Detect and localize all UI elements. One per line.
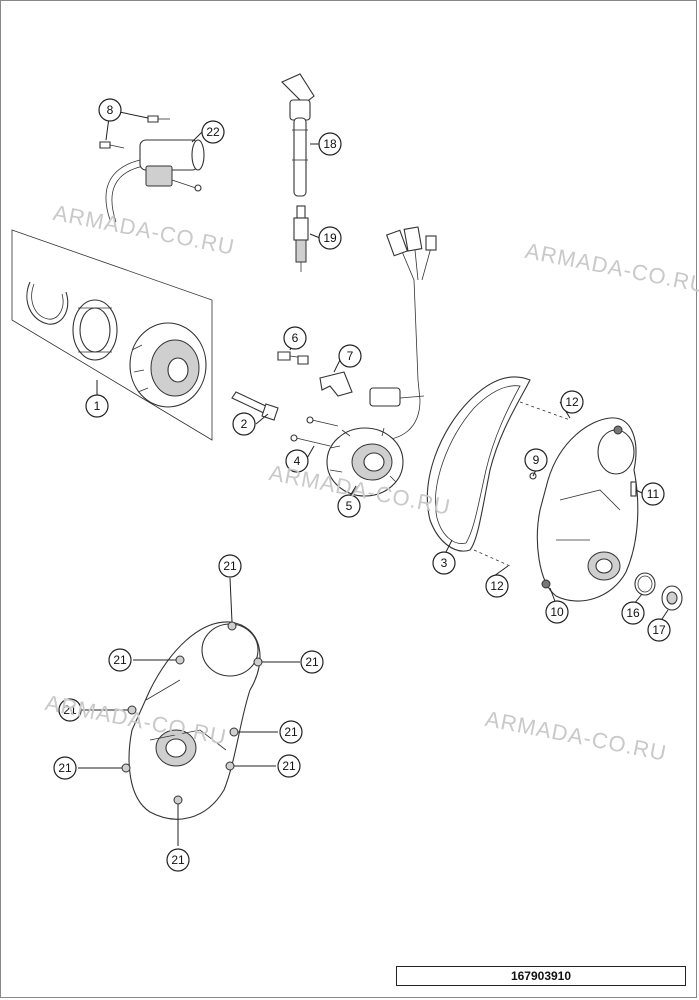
callout-3: 3 <box>432 551 456 575</box>
callout-21: 21 <box>277 754 301 778</box>
callout-number: 5 <box>346 499 353 513</box>
callout-21: 21 <box>108 648 132 672</box>
callout-19: 19 <box>318 226 342 250</box>
callout-number: 21 <box>58 761 72 775</box>
callout-circle <box>545 600 569 624</box>
callout-6: 6 <box>283 326 307 350</box>
callout-circle <box>524 448 548 472</box>
callout-circle <box>318 132 342 156</box>
callout-12: 12 <box>560 390 584 414</box>
drawing-number-box: 167903910 <box>396 966 686 986</box>
callout-11: 11 <box>641 482 665 506</box>
coil-bolts <box>99 115 170 149</box>
callout-1: 1 <box>85 394 109 418</box>
callout-circle <box>85 394 109 418</box>
stator-with-harness <box>326 226 437 497</box>
callout-number: 21 <box>113 653 127 667</box>
callout-circle <box>318 226 342 250</box>
callout-circle <box>53 756 77 780</box>
callout-number: 8 <box>107 103 114 117</box>
callout-9: 9 <box>524 448 548 472</box>
callout-number: 17 <box>652 623 666 637</box>
callout-circle <box>621 601 645 625</box>
callout-circle <box>560 390 584 414</box>
spark-plug <box>293 205 309 272</box>
callout-circle <box>218 554 242 578</box>
spark-plug-connector <box>281 73 315 197</box>
callout-number: 11 <box>647 487 660 501</box>
callout-number: 21 <box>171 853 185 867</box>
callout-21: 21 <box>58 698 82 722</box>
callout-circle <box>432 551 456 575</box>
callout-number: 16 <box>626 606 640 620</box>
cover-detail-view <box>121 621 263 820</box>
callout-number: 7 <box>347 349 354 363</box>
callout-22: 22 <box>201 120 225 144</box>
callout-number: 21 <box>284 725 298 739</box>
callout-21: 21 <box>53 756 77 780</box>
callout-number: 18 <box>323 137 337 151</box>
callout-number: 6 <box>292 331 299 345</box>
callout-number: 12 <box>490 579 504 593</box>
callout-number: 21 <box>223 559 237 573</box>
drawing-number: 167903910 <box>510 969 572 983</box>
callout-7: 7 <box>338 344 362 368</box>
callout-21: 21 <box>218 554 242 578</box>
callout-number: 2 <box>241 417 248 431</box>
callout-number: 10 <box>550 605 564 619</box>
ignition-coil <box>105 139 205 223</box>
callout-number: 21 <box>282 759 296 773</box>
callout-circle <box>108 648 132 672</box>
callout-number: 9 <box>533 453 540 467</box>
callout-10: 10 <box>545 600 569 624</box>
callout-2: 2 <box>232 412 256 436</box>
callout-circle <box>58 698 82 722</box>
callout-16: 16 <box>621 601 645 625</box>
callout-21: 21 <box>279 720 303 744</box>
callout-circle <box>166 848 190 872</box>
callout-number: 1 <box>94 399 101 413</box>
callout-circle <box>285 449 309 473</box>
callout-17: 17 <box>647 618 671 642</box>
callout-8: 8 <box>98 98 122 122</box>
callout-circle <box>201 120 225 144</box>
callout-circle <box>277 754 301 778</box>
callout-circle <box>98 98 122 122</box>
callout-circle <box>647 618 671 642</box>
flywheel-group <box>11 229 213 441</box>
callout-18: 18 <box>318 132 342 156</box>
callout-number: 21 <box>305 655 319 669</box>
callout-circle <box>338 344 362 368</box>
cover-gasket <box>426 376 571 567</box>
generator-cover-assembly <box>529 417 683 611</box>
callout-circle <box>279 720 303 744</box>
callout-21: 21 <box>300 650 324 674</box>
callout-number: 4 <box>294 454 301 468</box>
callout-number: 21 <box>63 703 77 717</box>
callout-circle <box>283 326 307 350</box>
callout-number: 22 <box>206 125 220 139</box>
callout-circle <box>337 494 361 518</box>
callout-number: 3 <box>441 556 448 570</box>
callout-21: 21 <box>166 848 190 872</box>
callout-circle <box>485 574 509 598</box>
callout-4: 4 <box>285 449 309 473</box>
callout-5: 5 <box>337 494 361 518</box>
callout-circle <box>300 650 324 674</box>
callout-circle <box>641 482 665 506</box>
callout-number: 19 <box>323 231 337 245</box>
callout-circle <box>232 412 256 436</box>
callout-12: 12 <box>485 574 509 598</box>
callout-number: 12 <box>565 395 579 409</box>
